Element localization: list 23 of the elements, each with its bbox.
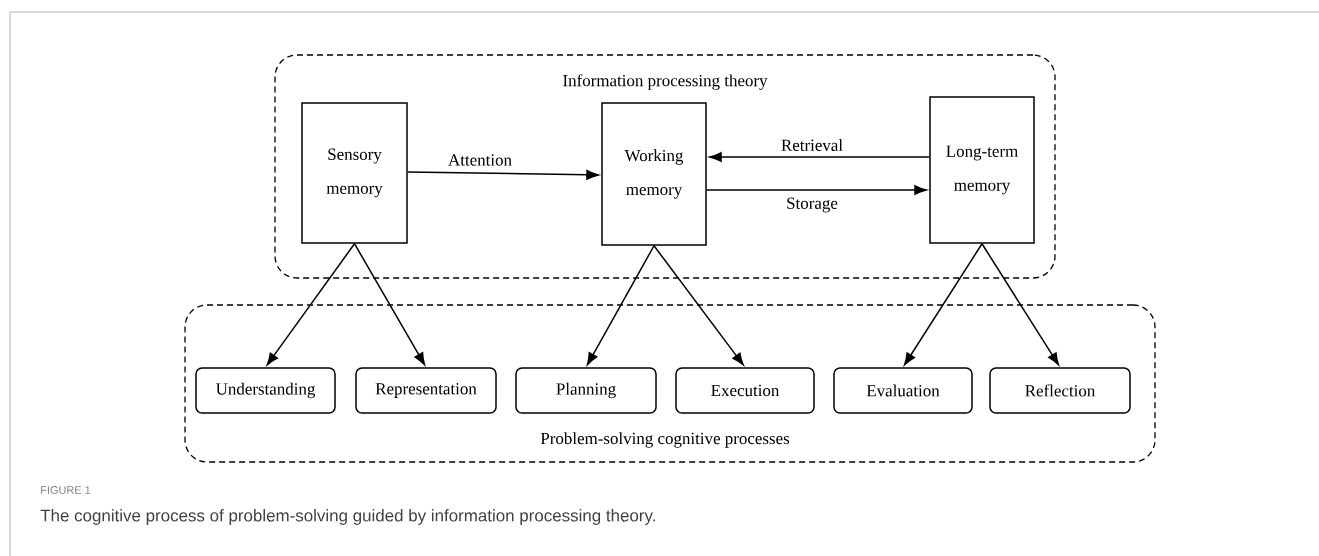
caption: The cognitive process of problem-solving guided by information processing theory.	[40, 509, 655, 525]
arrow	[353, 243, 426, 366]
arrow	[586, 245, 655, 366]
process-box: Representation	[355, 367, 497, 414]
process-box: Planning	[515, 367, 657, 414]
process-box: Execution	[675, 367, 815, 414]
arrow	[407, 169, 599, 180]
edge-label: Storage	[785, 196, 839, 214]
arrow	[903, 243, 983, 366]
process-box: Understanding	[195, 367, 336, 414]
process-box: Reflection	[989, 367, 1131, 414]
arrow	[706, 185, 927, 195]
arrow	[709, 152, 930, 162]
memory-box: Long-term memory	[929, 96, 1035, 244]
process-box: Evaluation	[833, 367, 973, 414]
edge-label: Retrieval	[779, 138, 845, 152]
arrow	[981, 243, 1060, 366]
memory-box: Working memory	[601, 102, 707, 246]
figure-number: FIGURE 1	[41, 486, 91, 494]
arrow	[266, 243, 356, 366]
arrow	[653, 245, 744, 366]
memory-box: Sensory memory	[301, 102, 408, 244]
edge-label: Attention	[447, 153, 513, 167]
